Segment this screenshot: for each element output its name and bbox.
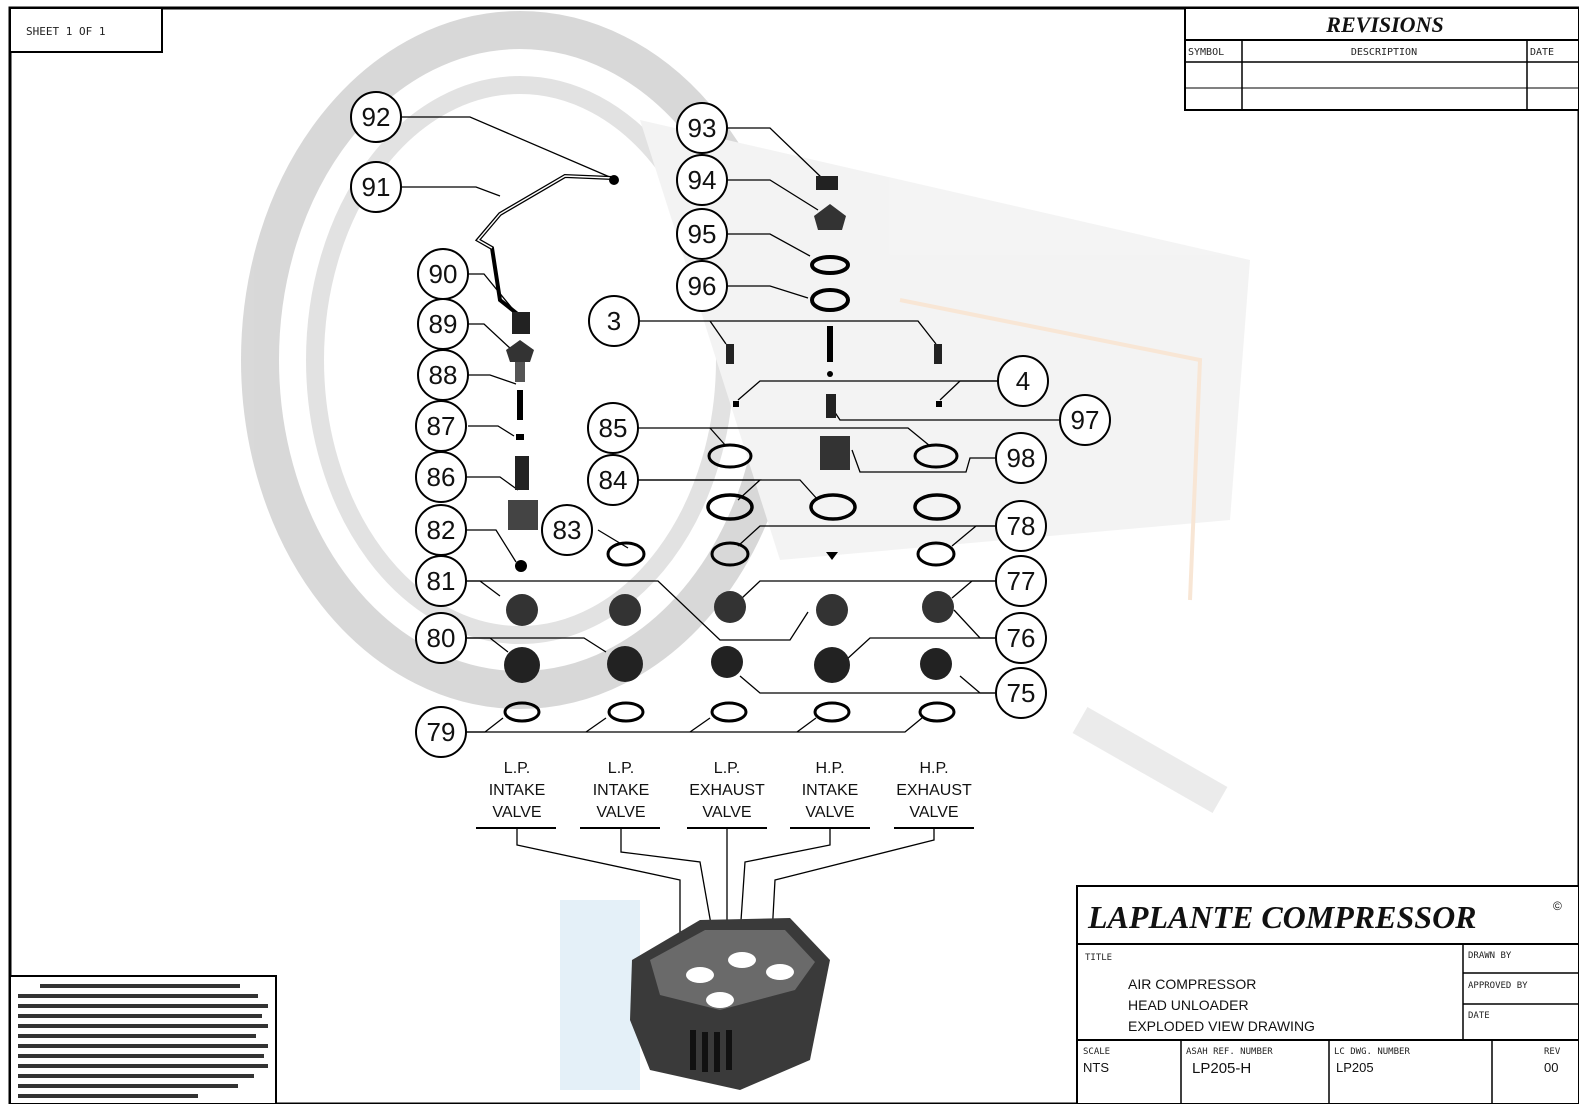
notice-block (9, 975, 277, 1104)
valve-5-line2: EXHAUST (896, 782, 972, 799)
dwg-label: LC DWG. NUMBER (1334, 1047, 1410, 1057)
dwg-value: LP205 (1336, 1060, 1374, 1075)
valve-1-line3: VALVE (492, 804, 541, 821)
callout-97: 97 (1071, 405, 1100, 435)
scale-label: SCALE (1083, 1047, 1110, 1057)
valve-2-line3: VALVE (596, 804, 645, 821)
valve-labels: L.P. INTAKE VALVE L.P. INTAKE VALVE L.P.… (489, 760, 972, 821)
revisions-col-symbol: SYMBOL (1188, 47, 1224, 58)
callout-86: 86 (427, 462, 456, 492)
tubing-part (474, 173, 619, 318)
valve-1-line2: INTAKE (489, 782, 546, 799)
callout-88: 88 (429, 360, 458, 390)
callout-98: 98 (1007, 443, 1036, 473)
callout-94: 94 (688, 165, 717, 195)
valve-3-line3: VALVE (702, 804, 751, 821)
callout-76: 76 (1007, 623, 1036, 653)
callout-83: 83 (553, 515, 582, 545)
callout-95: 95 (688, 219, 717, 249)
revisions-col-description: DESCRIPTION (1351, 47, 1417, 58)
callout-78: 78 (1007, 511, 1036, 541)
rev-value: 00 (1544, 1060, 1558, 1075)
callout-82: 82 (427, 515, 456, 545)
callout-90: 90 (429, 259, 458, 289)
valve-3-line1: L.P. (714, 760, 740, 777)
valve-4-line3: VALVE (805, 804, 854, 821)
callout-3: 3 (607, 306, 621, 336)
callout-75: 75 (1007, 678, 1036, 708)
callout-77: 77 (1007, 566, 1036, 596)
callout-numbers: 92 91 90 89 88 87 86 82 81 80 79 93 94 9… (362, 102, 1100, 747)
rev-label: REV (1544, 1047, 1561, 1057)
sheet-label: SHEET 1 OF 1 (26, 25, 105, 38)
callout-89: 89 (429, 309, 458, 339)
callout-85: 85 (599, 413, 628, 443)
valve-4-line1: H.P. (815, 760, 844, 777)
approved-by-label: APPROVED BY (1468, 981, 1528, 991)
valve-5-line1: H.P. (919, 760, 948, 777)
title-line-1: AIR COMPRESSOR (1128, 976, 1256, 992)
callout-79: 79 (427, 717, 456, 747)
callout-92: 92 (362, 102, 391, 132)
title-label: TITLE (1085, 953, 1112, 963)
valve-3-line2: EXHAUST (689, 782, 765, 799)
revisions-block: REVISIONS SYMBOL DESCRIPTION DATE (1184, 7, 1579, 111)
callout-81: 81 (427, 566, 456, 596)
scale-value: NTS (1083, 1060, 1109, 1075)
callout-91: 91 (362, 172, 391, 202)
title-line-2: HEAD UNLOADER (1128, 997, 1249, 1013)
valve-4-line2: INTAKE (802, 782, 859, 799)
background-photo-watermark (241, 11, 1250, 1090)
company-name: LAPLANTE COMPRESSOR (1087, 899, 1477, 935)
callout-bubbles (350, 91, 1111, 758)
valve-1-line1: L.P. (504, 760, 530, 777)
copyright-mark: © (1553, 899, 1562, 913)
ref-label: ASAH REF. NUMBER (1186, 1047, 1273, 1057)
drawing-border (8, 6, 1579, 1104)
callout-4: 4 (1016, 366, 1030, 396)
callout-96: 96 (688, 271, 717, 301)
drawn-by-label: DRAWN BY (1468, 951, 1512, 961)
sheet-label-box: SHEET 1 OF 1 (9, 7, 163, 53)
revisions-col-date: DATE (1530, 47, 1554, 58)
callout-80: 80 (427, 623, 456, 653)
title-block: LAPLANTE COMPRESSOR © TITLE AIR COMPRESS… (1076, 885, 1579, 1104)
valve-2-line2: INTAKE (593, 782, 650, 799)
valve-2-line1: L.P. (608, 760, 634, 777)
callout-87: 87 (427, 411, 456, 441)
title-line-3: EXPLODED VIEW DRAWING (1128, 1018, 1315, 1034)
revisions-title: REVISIONS (1325, 12, 1443, 37)
callout-84: 84 (599, 465, 628, 495)
leader-lines (401, 116, 1060, 950)
ref-value: LP205-H (1192, 1060, 1251, 1077)
valve-5-line3: VALVE (909, 804, 958, 821)
callout-93: 93 (688, 113, 717, 143)
date-label: DATE (1468, 1011, 1490, 1021)
part-drawings (503, 176, 961, 1090)
